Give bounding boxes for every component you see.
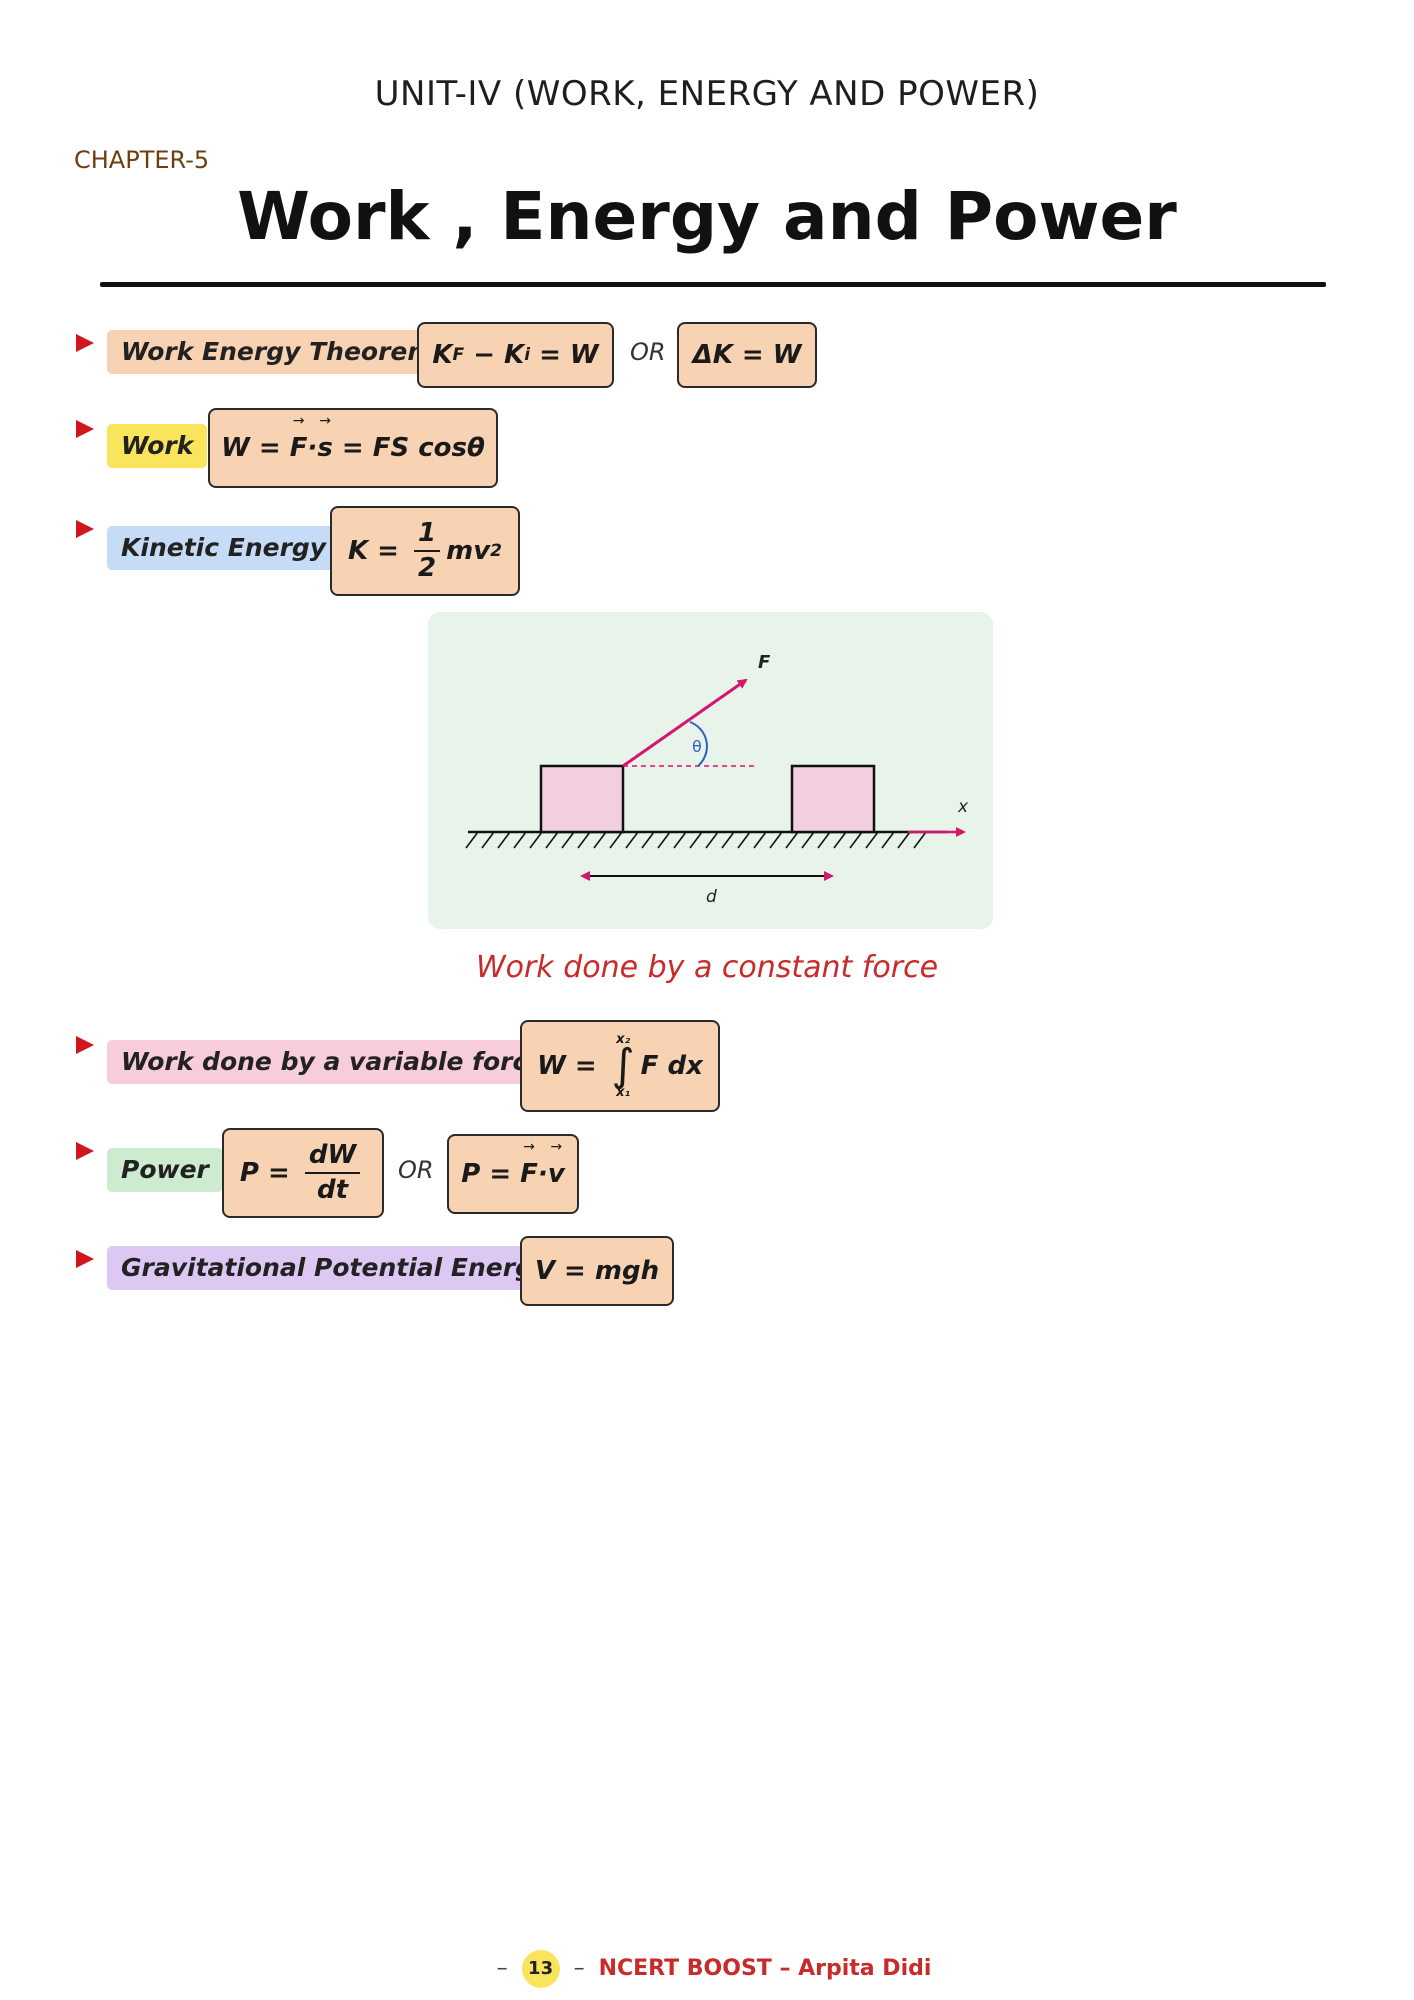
power-formula-dot: P = F·v	[447, 1134, 579, 1214]
work-label: Work	[107, 424, 208, 468]
diagram-caption: Work done by a constant force	[475, 950, 939, 985]
work-formula: W = F·s = FS cosθ	[208, 408, 498, 488]
variable-force-label: Work done by a variable force	[107, 1040, 559, 1084]
kinetic-energy-label: Kinetic Energy	[107, 526, 341, 570]
gpe-label: Gravitational Potential Energy	[107, 1246, 564, 1290]
x-axis-label: x	[957, 797, 969, 817]
page-title: Work , Energy and Power	[237, 178, 1177, 255]
power-label: Power	[107, 1148, 223, 1192]
ground-hatching	[465, 831, 927, 849]
block-final	[790, 764, 876, 834]
bullet-arrow-icon	[76, 520, 94, 538]
bullet-arrow-icon	[76, 334, 94, 352]
integral-sign: x₂ ∫ x₁	[611, 1032, 635, 1100]
work-diagram-svg: x F θ d	[465, 652, 969, 907]
delta-k-formula: ΔK = W	[677, 322, 817, 388]
angle-label: θ	[692, 737, 702, 756]
unit-title: UNIT-IV (WORK, ENERGY AND POWER)	[374, 74, 1040, 114]
variable-force-formula: W = x₂ ∫ x₁ F dx	[520, 1020, 720, 1112]
footer-dash: –	[496, 1956, 508, 1981]
force-label: F	[758, 652, 771, 673]
force-arrow	[622, 678, 748, 768]
page-number: 13	[521, 1950, 560, 1988]
bullet-arrow-icon	[76, 420, 94, 438]
chapter-label: CHAPTER-5	[74, 146, 210, 174]
angle-arc-icon	[689, 721, 708, 767]
block-initial	[539, 764, 625, 834]
footer-brand: NCERT BOOST – Arpita Didi	[598, 1956, 932, 1981]
footer-dash: –	[573, 1956, 585, 1981]
bullet-arrow-icon	[76, 1250, 94, 1268]
title-divider	[100, 282, 1326, 287]
footer: –13–NCERT BOOST – Arpita Didi	[0, 1950, 1414, 1988]
work-energy-theorem-label: Work Energy Theorem	[107, 330, 448, 374]
work-diagram: x F θ d	[428, 612, 993, 929]
bullet-arrow-icon	[76, 1036, 94, 1054]
or-text: OR	[630, 338, 666, 366]
gpe-formula: V = mgh	[520, 1236, 674, 1306]
bullet-arrow-icon	[76, 1142, 94, 1160]
or-text: OR	[398, 1156, 434, 1184]
distance-label: d	[706, 887, 717, 907]
